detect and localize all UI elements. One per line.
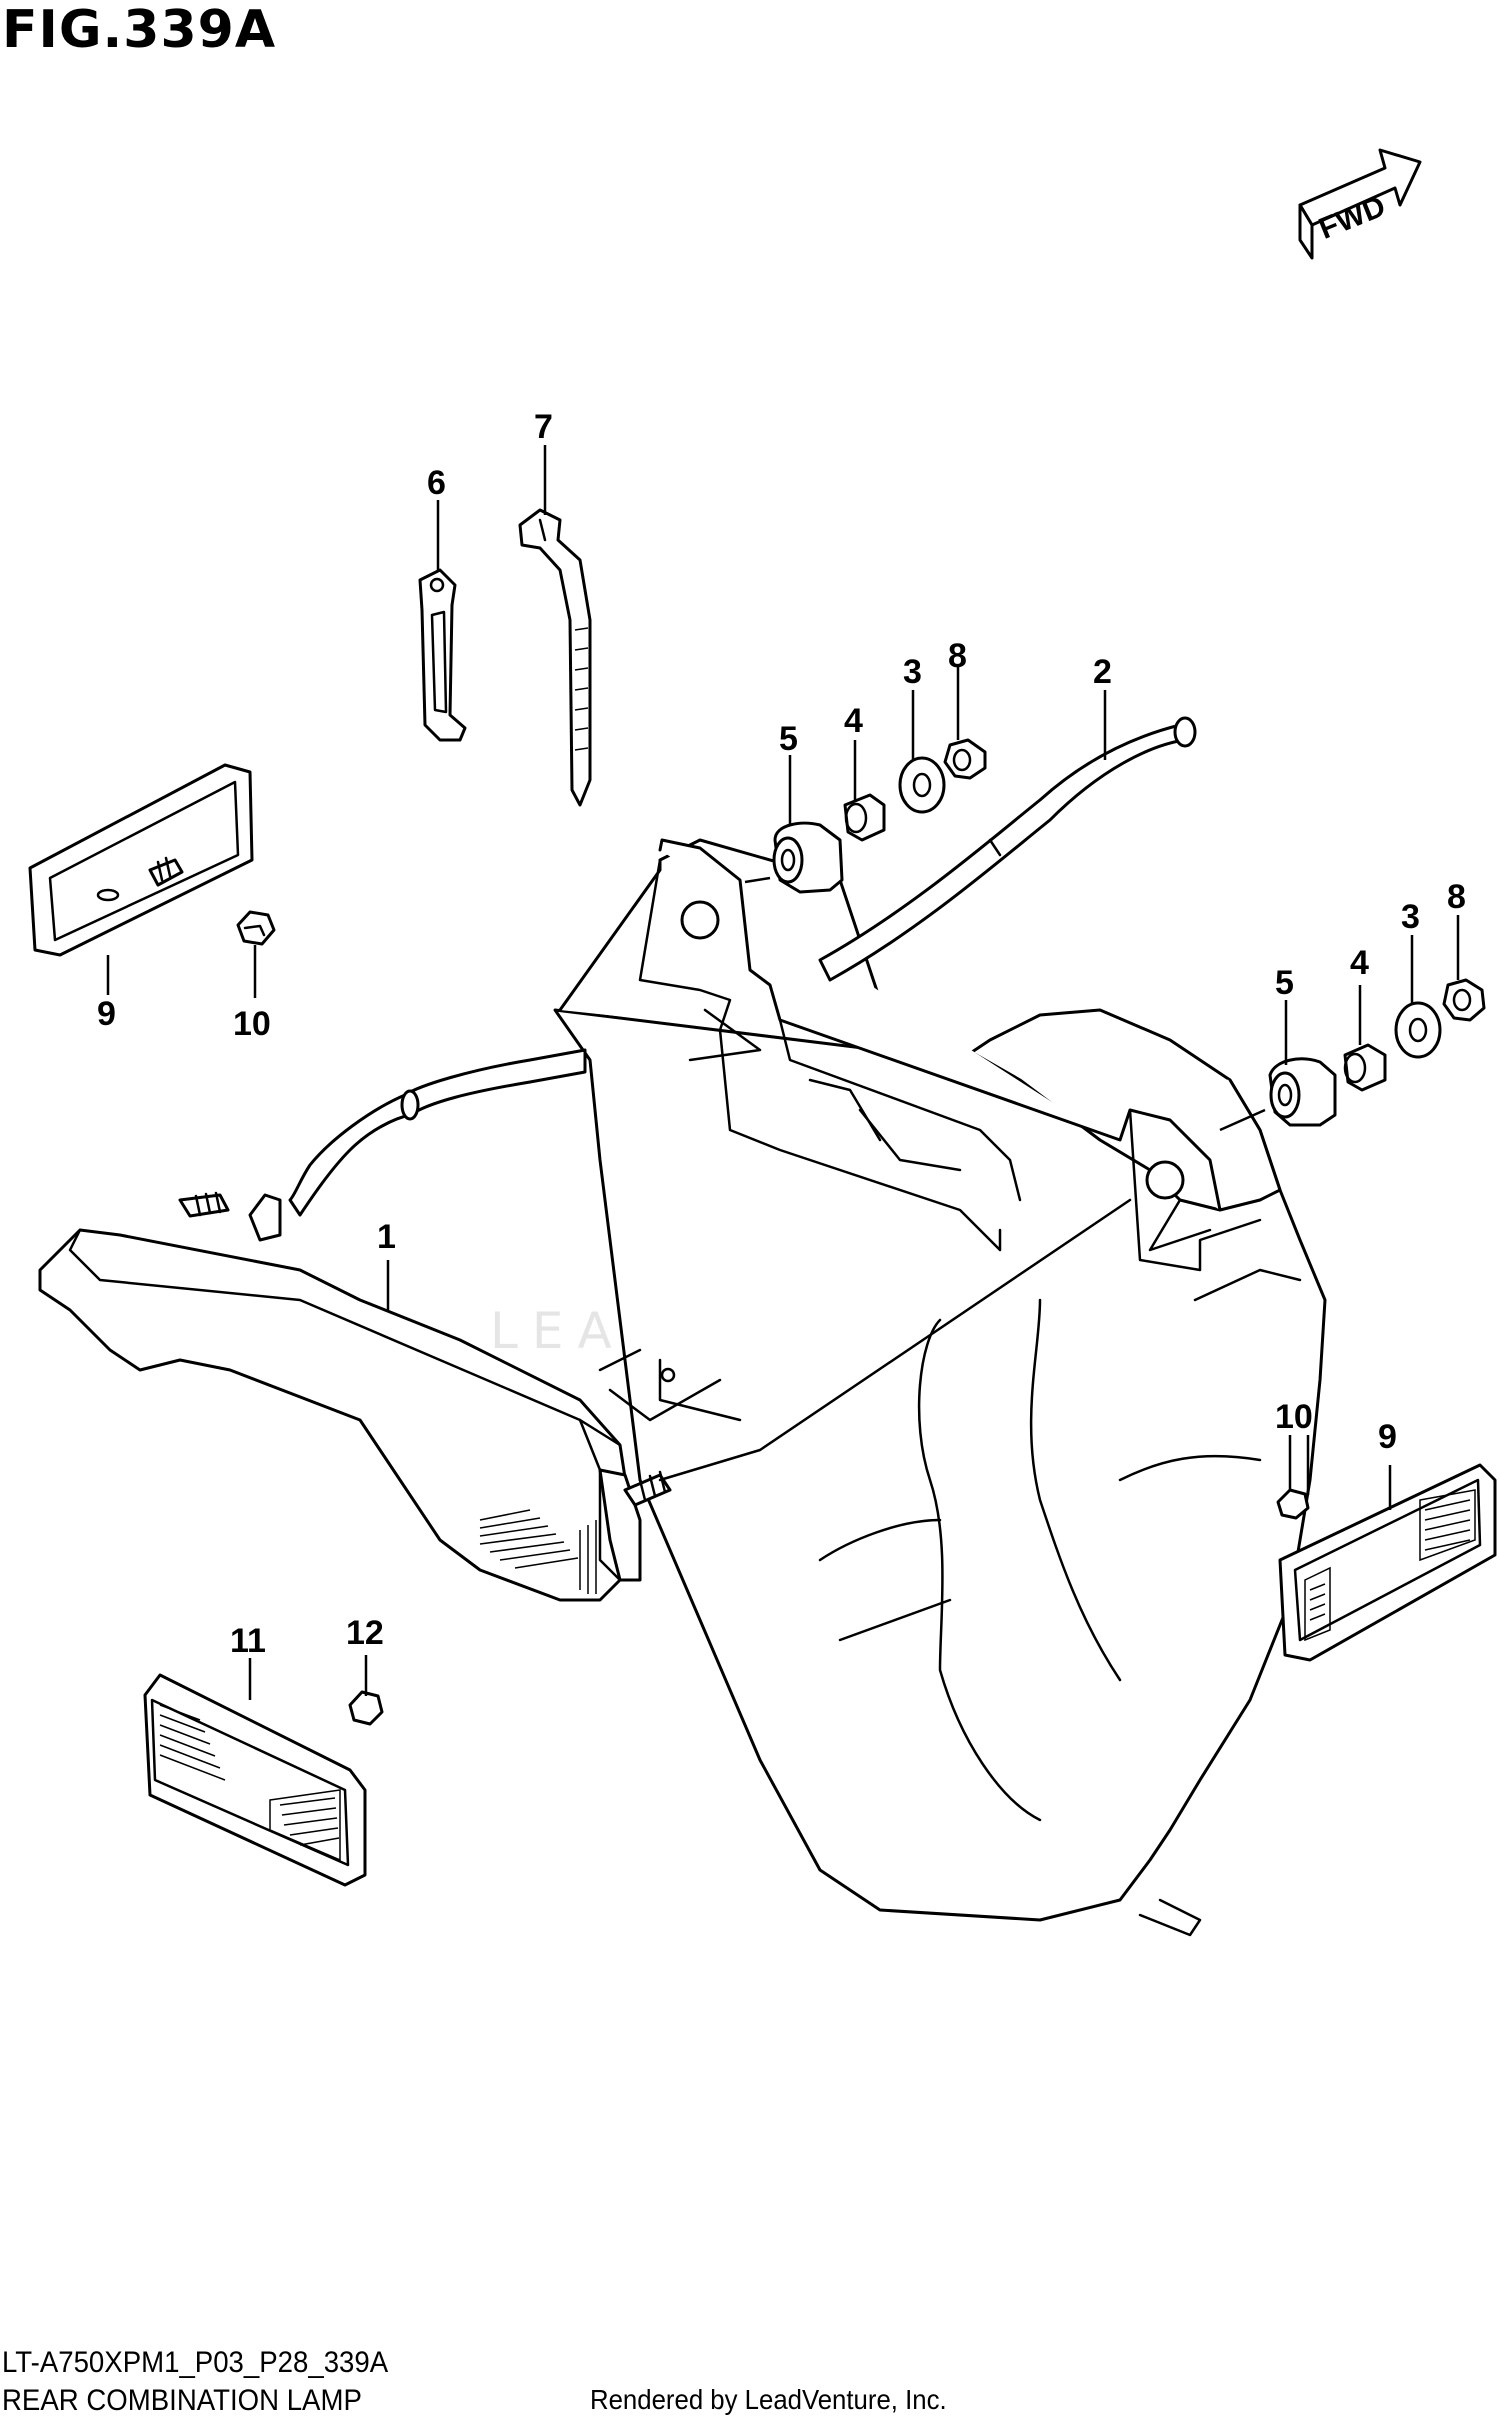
right-mount-hardware: [1219, 978, 1486, 1132]
callout-11: 11: [230, 1622, 266, 1660]
upper-mount-hardware: [744, 738, 987, 894]
callout-5-right: 5: [1275, 964, 1294, 1002]
assembly-name: REAR COMBINATION LAMP: [2, 2384, 362, 2417]
callout-3-right: 3: [1401, 898, 1420, 936]
lower-nut: [348, 1690, 384, 1726]
callout-9: 9: [97, 995, 116, 1033]
callout-4: 4: [844, 702, 863, 740]
callout-3: 3: [903, 653, 922, 691]
callout-5: 5: [779, 720, 798, 758]
callout-7: 7: [534, 408, 553, 446]
callout-10: 10: [233, 1005, 271, 1043]
model-code: LT-A750XPM1_P03_P28_339A: [2, 2346, 389, 2379]
right-reflector: [1278, 1463, 1497, 1662]
left-nut: [236, 910, 276, 946]
left-reflector: [28, 763, 254, 957]
wiring-harness: [288, 716, 1197, 1217]
callout-8: 8: [948, 637, 967, 675]
callout-1: 1: [377, 1218, 396, 1256]
callout-4-right: 4: [1350, 944, 1369, 982]
callout-2: 2: [1093, 653, 1112, 691]
callout-labels: 1 2 3 3 4 4 5 5 6 7 8 8 9 9 10 10 11 12: [97, 408, 1466, 1660]
rear-fender-body: [553, 838, 1327, 1937]
lamp-bracket-frame: [598, 838, 1302, 1422]
cable-tie: [518, 508, 592, 807]
callout-12: 12: [346, 1614, 384, 1652]
callout-10-right: 10: [1275, 1398, 1313, 1436]
fwd-arrow-icon: FWD: [1298, 148, 1422, 260]
rear-combination-lamp: [38, 1191, 1132, 1602]
figure-title: FIG.339A: [2, 0, 277, 60]
callout-9-right: 9: [1378, 1418, 1397, 1456]
lower-reflector: [143, 1673, 367, 1887]
rendered-by: Rendered by LeadVenture, Inc.: [590, 2384, 947, 2415]
leader-lines: [106, 445, 1460, 1700]
callout-8-right: 8: [1447, 878, 1466, 916]
callout-6: 6: [427, 464, 446, 502]
clamp: [418, 568, 467, 742]
